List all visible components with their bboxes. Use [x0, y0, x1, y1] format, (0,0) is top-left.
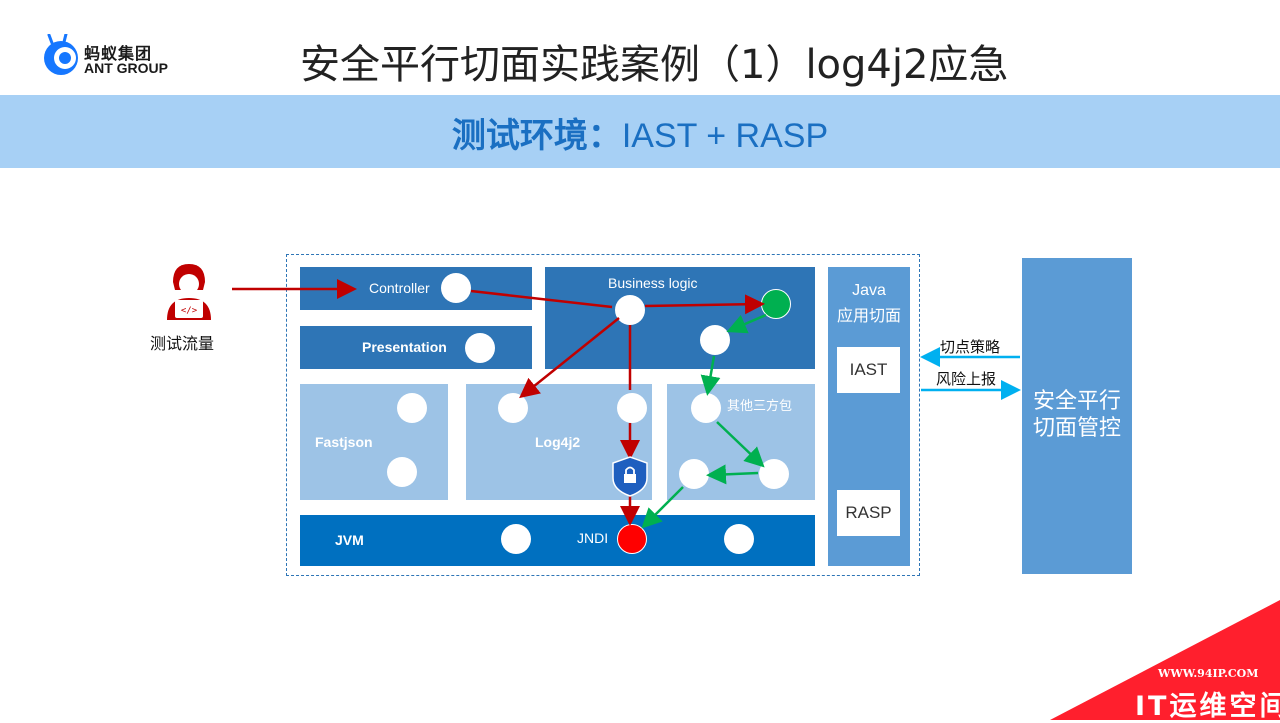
fastjson-node-1: [397, 393, 427, 423]
presentation-node: [465, 333, 495, 363]
controller-label: Controller: [369, 280, 430, 296]
arrow-third1-to-third2: [716, 421, 765, 468]
banner-text: 测试环境：IAST + RASP: [0, 108, 1280, 157]
ant-logo-icon: [44, 32, 78, 75]
watermark-url: WWW.94IP.COM: [1158, 667, 1259, 680]
banner-label: 测试环境：: [451, 117, 622, 155]
watermark-text: IT运维空间: [1135, 691, 1280, 722]
log4j2-node-2: [617, 393, 647, 423]
third-party-label: 其他三方包: [727, 399, 793, 414]
iast-box: IAST: [837, 347, 900, 393]
java-aspect-label-1: Java: [852, 282, 886, 299]
ant-group-logo: [42, 32, 80, 76]
app-boundary: [286, 254, 920, 576]
user-caption: 测试流量: [150, 334, 215, 353]
business-logic-label: Business logic: [608, 275, 698, 291]
cyan-arrows: [920, 347, 1021, 400]
lock-shield-icon: [612, 456, 648, 497]
fastjson-label: Fastjson: [315, 434, 373, 450]
rasp-box: RASP: [837, 490, 900, 536]
jndi-label: JNDI: [577, 530, 609, 546]
jndi-node-danger: [617, 524, 647, 554]
controller-node: [441, 273, 471, 303]
business-node-1: [615, 295, 645, 325]
watermark-triangle: [1050, 600, 1280, 720]
arrow-third2-to-third3: [706, 464, 759, 485]
business-node-2: [700, 325, 730, 355]
jvm-node-1: [501, 524, 531, 554]
management-block: [1022, 258, 1132, 574]
red-flow: [232, 279, 765, 526]
arrow-business-to-safe: [644, 294, 765, 315]
presentation-label: Presentation: [362, 339, 447, 355]
banner-band: [0, 95, 1280, 168]
green-flow: [641, 313, 767, 529]
logo-cn-text: 蚂蚁集团: [84, 44, 153, 63]
user-developer-icon: </>: [163, 260, 215, 322]
business-node-safe: [761, 289, 791, 319]
fastjson-node-2: [387, 457, 417, 487]
svg-text:</>: </>: [181, 306, 198, 316]
arrow-controller-to-business: [470, 289, 613, 309]
arrow-business-to-log4j2-a: [519, 317, 620, 399]
banner-value: IAST + RASP: [621, 117, 829, 155]
arrow-safe-to-business2: [726, 313, 767, 334]
java-aspect-label-2: 应用切面: [836, 306, 901, 325]
page-title: 安全平行切面实践案例（1）log4j2应急: [300, 42, 1009, 88]
jvm-node-2: [724, 524, 754, 554]
management-label-line1: 安全平行: [1032, 389, 1121, 414]
policy-arrow-label: 切点策略: [940, 338, 1001, 356]
arrow-third3-to-jndi: [641, 486, 684, 529]
jvm-label: JVM: [335, 532, 364, 548]
report-arrow-label: 风险上报: [936, 370, 997, 388]
third-party-node-1: [691, 393, 721, 423]
log4j2-label: Log4j2: [535, 434, 581, 450]
arrow-business2-to-third: [700, 355, 721, 396]
management-label-line2: 切面管控: [1032, 416, 1121, 441]
logo-en-text: ANT GROUP: [84, 60, 168, 76]
management-label: 安全平行 切面管控: [1022, 388, 1132, 442]
third-party-node-3: [679, 459, 709, 489]
